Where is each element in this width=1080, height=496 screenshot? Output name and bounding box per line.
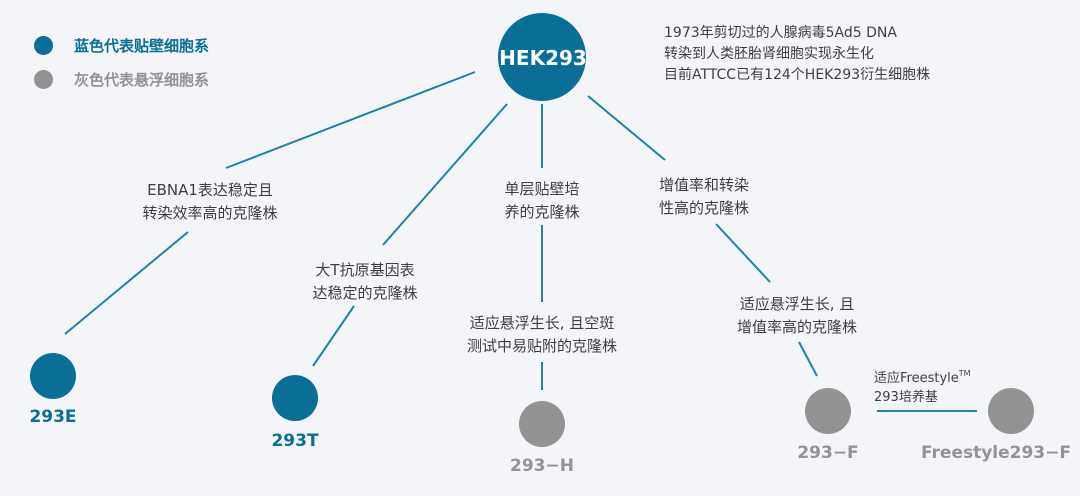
legend-suspension-label: 灰色代表悬浮细胞系 [74, 70, 210, 89]
branch-label-freestyle: 适应FreestyleTM 293培养基 [874, 364, 971, 407]
trademark-sup: TM [958, 369, 971, 378]
legend-adherent-label: 蓝色代表贴壁细胞系 [74, 36, 210, 55]
line-f-label-to-293f [798, 341, 818, 377]
line-root-to-e-label [225, 71, 476, 169]
node-label-293f: 293−F [797, 443, 859, 463]
branch-label-293f-top-line-1: 增值率和转染 [658, 176, 749, 194]
node-label-293h: 293−H [510, 456, 574, 476]
branch-label-293f-top-line-2: 性高的克隆株 [658, 199, 749, 217]
node-293f [805, 388, 851, 434]
branch-label-freestyle-line-1: 适应FreestyleTM [874, 364, 971, 388]
node-freestyle293f [988, 388, 1034, 434]
line-root-to-t-label [382, 103, 508, 246]
node-hek293 [498, 13, 586, 101]
node-label-293t: 293T [271, 431, 319, 451]
root-note-line-3: 目前ATTCC已有124个HEK293衍生细胞株 [664, 67, 931, 83]
root-node-label: HEK293 [499, 46, 587, 70]
line-f-labels [715, 223, 771, 283]
branch-label-293f-bottom-line-1: 适应悬浮生长, 且 [739, 295, 855, 313]
root-note: 1973年剪切过的人腺病毒5Ad5 DNA 转染到人类胚胎肾细胞实现永生化 目前… [664, 23, 930, 86]
branch-label-293t-line-2: 达稳定的克隆株 [312, 284, 418, 302]
branch-label-293f-top: 增值率和转染 性高的克隆株 [634, 174, 774, 220]
branch-label-freestyle-line-2: 293培养基 [874, 390, 938, 405]
node-293e [30, 353, 76, 399]
branch-label-293h-bottom-line-1: 适应悬浮生长, 且空斑 [469, 314, 615, 332]
branch-label-293e: EBNA1表达稳定且 转染效率高的克隆株 [110, 179, 310, 225]
branch-label-293e-line-1: EBNA1表达稳定且 [147, 181, 273, 199]
blue-dot-icon [34, 35, 53, 55]
branch-label-293h-bottom: 适应悬浮生长, 且空斑 测试中易贴附的克隆株 [447, 312, 637, 358]
branch-label-293h-top: 单层贴壁培 养的克隆株 [477, 178, 607, 224]
branch-label-293t-line-1: 大T抗原基因表 [315, 261, 415, 279]
branch-label-293h-top-line-2: 养的克隆株 [504, 203, 580, 221]
branch-label-293f-bottom: 适应悬浮生长, 且 增值率高的克隆株 [712, 293, 882, 339]
node-293h [519, 401, 565, 447]
node-label-293e: 293E [29, 407, 77, 427]
legend: 蓝色代表贴壁细胞系 灰色代表悬浮细胞系 [34, 34, 209, 102]
branch-label-293t: 大T抗原基因表 达稳定的克隆株 [290, 259, 440, 305]
gray-dot-icon [34, 69, 53, 89]
branch-label-293h-top-line-1: 单层贴壁培 [504, 180, 580, 198]
node-293t [272, 375, 318, 421]
freestyle-medium-text: 适应Freestyle [874, 371, 959, 386]
legend-item-suspension: 灰色代表悬浮细胞系 [34, 68, 209, 90]
branch-label-293h-bottom-line-2: 测试中易贴附的克隆株 [466, 337, 617, 355]
legend-item-adherent: 蓝色代表贴壁细胞系 [34, 34, 209, 56]
line-e-label-to-293e [64, 231, 189, 335]
branch-label-293e-line-2: 转染效率高的克隆株 [142, 204, 278, 222]
line-root-to-f-label [587, 95, 666, 161]
root-note-line-1: 1973年剪切过的人腺病毒5Ad5 DNA [664, 25, 897, 41]
node-label-freestyle293f: Freestyle293−F [921, 443, 1071, 463]
root-note-line-2: 转染到人类胚胎肾细胞实现永生化 [664, 46, 874, 62]
line-t-label-to-293t [312, 305, 355, 367]
branch-label-293f-bottom-line-2: 增值率高的克隆株 [736, 318, 857, 336]
